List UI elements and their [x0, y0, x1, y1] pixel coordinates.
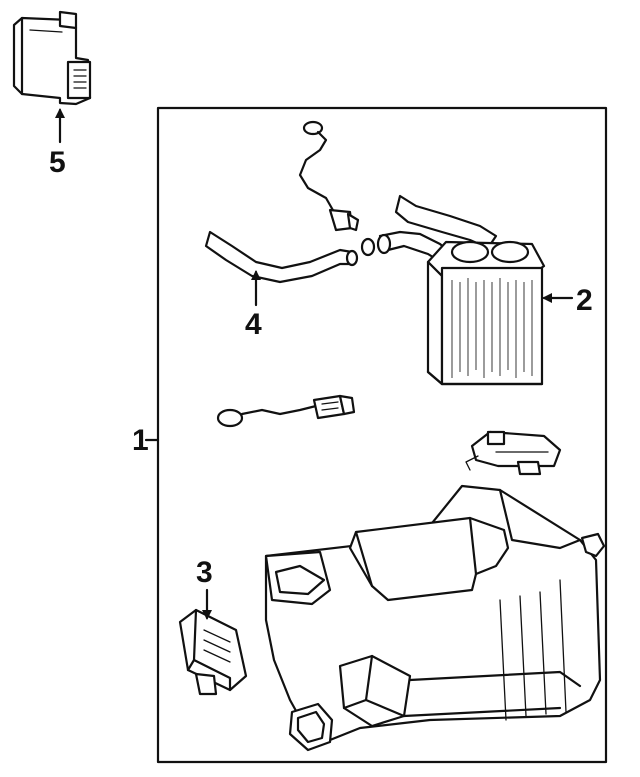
callout-5: 5 — [49, 146, 66, 179]
blower-relay — [465, 430, 562, 476]
part-5-control-module — [12, 10, 92, 106]
callout-2: 2 — [576, 284, 593, 317]
part-2-heater-core — [376, 194, 546, 386]
callout-3: 3 — [196, 556, 213, 589]
temperature-sensor-upper — [298, 120, 376, 257]
part-3-blower-resistor — [178, 608, 248, 696]
callout-1: 1 — [132, 424, 149, 457]
part-4-hose — [204, 230, 359, 284]
heater-case-housing — [264, 484, 606, 752]
callout-4: 4 — [245, 308, 262, 341]
assembly-boundary-box — [156, 106, 608, 764]
temperature-sensor-lower — [216, 394, 356, 428]
